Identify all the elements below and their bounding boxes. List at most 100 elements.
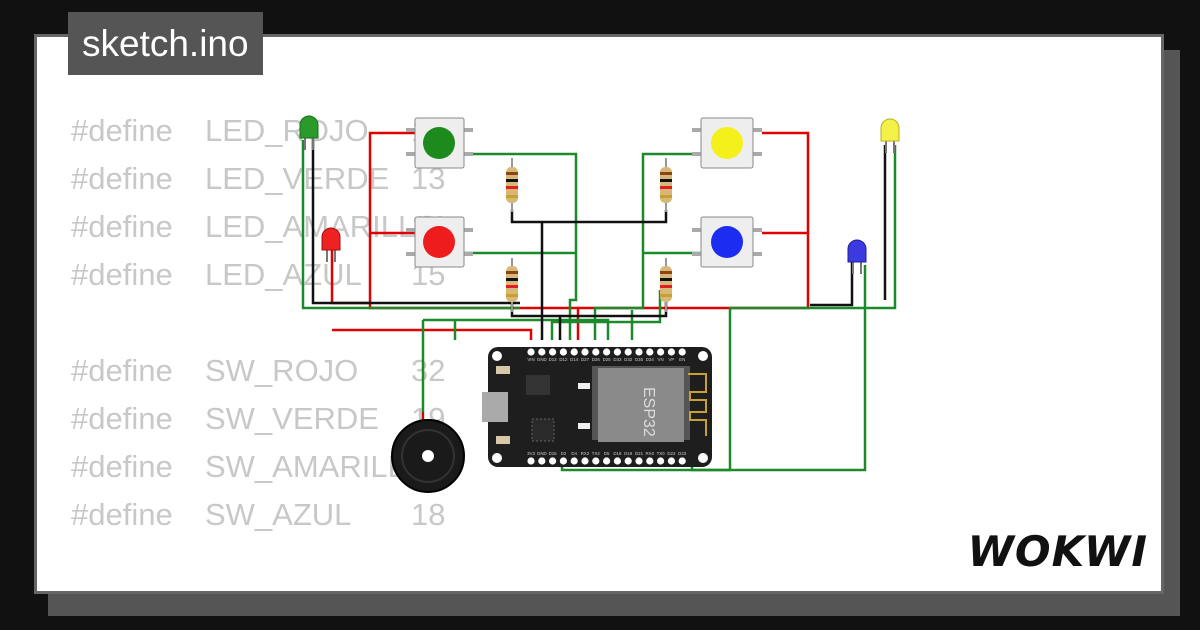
esp32-pin-label: VN	[658, 357, 664, 362]
esp32-pin-label: D34	[646, 357, 655, 362]
esp32-pin[interactable]	[667, 457, 676, 465]
esp32-pin-label: D35	[635, 357, 644, 362]
code-keyword: #define	[71, 209, 173, 244]
pushbutton-yellow[interactable]	[692, 117, 762, 169]
esp32-pin[interactable]	[538, 348, 546, 356]
led-blue[interactable]	[847, 239, 867, 274]
esp32-pin[interactable]	[559, 457, 568, 465]
esp32-pin[interactable]	[613, 457, 622, 465]
esp32-pin[interactable]	[646, 348, 654, 356]
pushbutton-green[interactable]	[406, 117, 473, 169]
esp32-pin[interactable]	[678, 457, 686, 465]
pushbutton-red[interactable]	[406, 216, 473, 268]
esp32-pin[interactable]	[559, 348, 568, 356]
esp32-pin-label: D23	[678, 451, 687, 456]
wokwi-logo: WOKWI	[967, 527, 1148, 576]
esp32-pin[interactable]	[527, 457, 535, 465]
esp32-pin[interactable]	[678, 348, 686, 356]
esp32-pin-label: D13	[549, 357, 558, 362]
esp32-label: ESP32	[640, 387, 657, 437]
pushbutton-blue[interactable]	[692, 216, 762, 268]
esp32-pin[interactable]	[624, 457, 632, 465]
code-name: LED_ROJO	[205, 113, 369, 148]
code-name: LED_AZUL	[205, 257, 362, 292]
code-line: #define SW_AZUL 18	[71, 491, 463, 539]
code-keyword: #define	[71, 161, 173, 196]
esp32-pin-label: D14	[570, 357, 579, 362]
resistor-1[interactable]	[506, 158, 518, 212]
esp32-pin-label: VIN	[527, 357, 534, 362]
code-name: SW_AZUL	[205, 497, 352, 532]
esp32-pin-label: VP	[668, 357, 674, 362]
code-keyword: #define	[71, 401, 173, 436]
esp32-pin-label: D2	[561, 451, 567, 456]
code-background: #defineLED_ROJO12#defineLED_VERDE13#defi…	[71, 107, 463, 591]
esp32-pin[interactable]	[657, 457, 665, 465]
esp32-pin-label: TX0	[657, 451, 666, 456]
esp32-pin[interactable]	[646, 457, 654, 465]
code-keyword: #define	[71, 497, 173, 532]
code-keyword: #define	[71, 449, 173, 484]
code-name: LED_VERDE	[205, 161, 390, 196]
esp32-pin-label: D27	[581, 357, 590, 362]
esp32-pin-label: D15	[549, 451, 558, 456]
esp32-pin[interactable]	[603, 348, 611, 356]
esp32-pin[interactable]	[613, 348, 622, 356]
esp32-pin-label: D18	[613, 451, 622, 456]
esp32-pin[interactable]	[581, 348, 589, 356]
preview-card: #defineLED_ROJO12#defineLED_VERDE13#defi…	[34, 34, 1164, 594]
esp32-pin-label: RX0	[646, 451, 655, 456]
resistor-4[interactable]	[660, 258, 672, 312]
code-keyword: #define	[71, 353, 173, 388]
esp32-pin-label: D5	[604, 451, 610, 456]
esp32-pin[interactable]	[635, 457, 643, 465]
esp32-pin[interactable]	[570, 348, 578, 356]
esp32-pin-label: D21	[635, 451, 644, 456]
led-yellow[interactable]	[880, 118, 900, 153]
resistor-2[interactable]	[660, 158, 672, 212]
esp32-pin[interactable]	[538, 457, 546, 465]
buzzer[interactable]	[391, 412, 465, 493]
esp32-pin[interactable]	[603, 457, 611, 465]
esp32-pin[interactable]	[549, 457, 557, 465]
esp32-pin[interactable]	[592, 348, 600, 356]
esp32-pin-label: D4	[571, 451, 577, 456]
esp32-pin[interactable]	[635, 348, 643, 356]
esp32-pin-label: TX2	[592, 451, 601, 456]
code-name: SW_VERDE	[205, 401, 379, 436]
esp32-pin-label: GND	[537, 357, 547, 362]
esp32-pin-label: 3V3	[527, 451, 535, 456]
esp32-pin-label: GND	[537, 451, 547, 456]
code-value: 18	[411, 497, 446, 532]
esp32-pin-label: D19	[624, 451, 633, 456]
esp32-pin[interactable]	[657, 348, 665, 356]
esp32-pin[interactable]	[624, 348, 632, 356]
esp32-pin-label: D32	[624, 357, 633, 362]
esp32-pin-label: D12	[559, 357, 568, 362]
code-keyword: #define	[71, 257, 173, 292]
code-value: 32	[411, 353, 446, 388]
esp32-pin-label: EN	[679, 357, 685, 362]
esp32-pin[interactable]	[592, 457, 600, 465]
code-line: #define SW_ROJO 32	[71, 347, 463, 395]
esp32-pin[interactable]	[570, 457, 578, 465]
esp32-pin-label: D26	[592, 357, 601, 362]
resistor-3[interactable]	[506, 258, 518, 312]
esp32-pin-label: D22	[667, 451, 676, 456]
esp32-pin[interactable]	[549, 348, 557, 356]
esp32-pin-label: RX2	[581, 451, 590, 456]
led-green[interactable]	[299, 115, 319, 150]
esp32-pin[interactable]	[667, 348, 676, 356]
esp32-pin[interactable]	[527, 348, 535, 356]
esp32-pin-label: D33	[613, 357, 622, 362]
led-red[interactable]	[321, 227, 341, 262]
esp32-pin[interactable]	[581, 457, 589, 465]
code-name: SW_ROJO	[205, 353, 359, 388]
esp32-pin-label: D25	[603, 357, 612, 362]
code-keyword: #define	[71, 113, 173, 148]
